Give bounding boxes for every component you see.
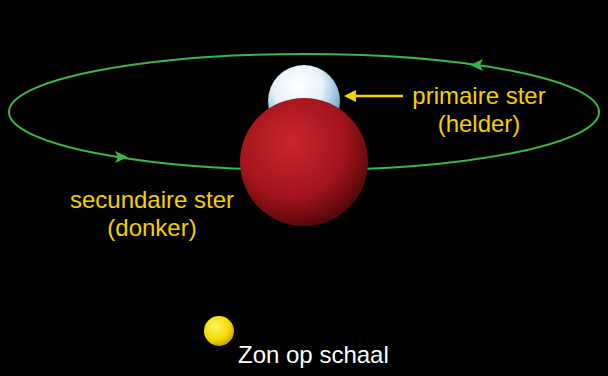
leader-arrow — [354, 95, 403, 98]
secondary-star — [240, 98, 368, 226]
sun-to-scale — [204, 316, 234, 346]
secondary-label: secundaire ster (donker) — [52, 186, 252, 242]
primary-label: primaire ster (helder) — [394, 82, 564, 138]
leader-arrowhead — [344, 90, 356, 102]
orbit-arrowhead — [115, 151, 128, 163]
scale-label: Zon op schaal — [238, 341, 389, 369]
orbit-arrowhead — [470, 59, 483, 71]
